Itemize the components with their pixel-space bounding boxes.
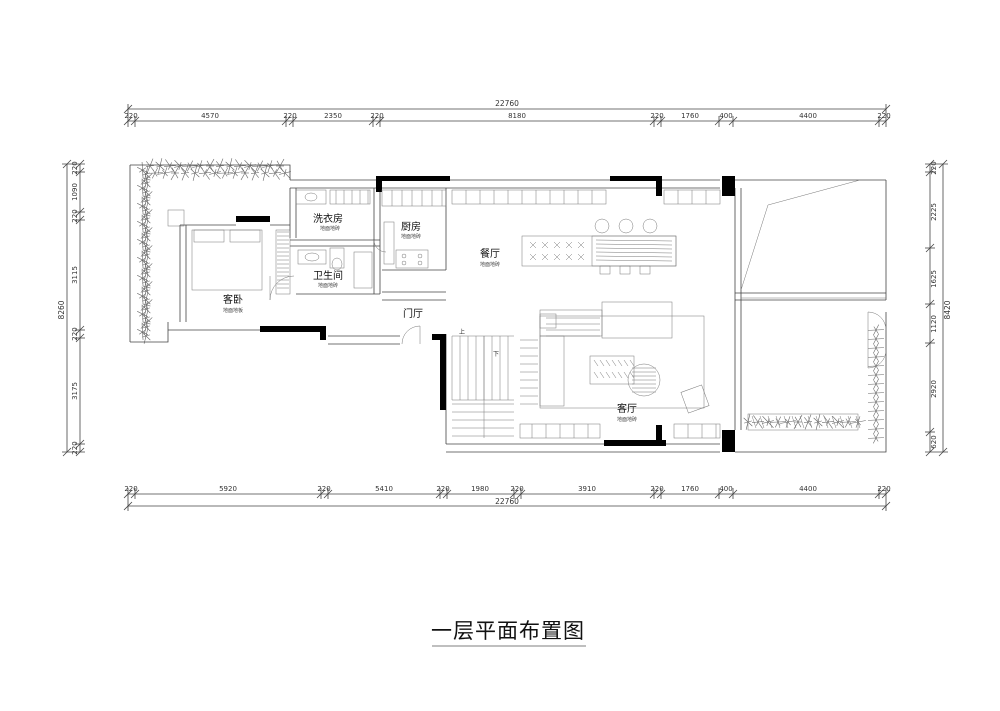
doors — [270, 240, 886, 368]
top-dimension-6: 8180 — [508, 112, 526, 120]
top-dimension-9: 400 — [719, 112, 732, 120]
right-dimension-3: 1625 — [930, 270, 938, 288]
room-label-laundry: 洗衣房 — [313, 212, 343, 225]
room-labels: 客卧 地面地板 洗衣房 地面地砖 厨房 地面地砖 卫生间 地面地砖 餐厅 地面地… — [223, 212, 637, 423]
room-floor-laundry: 地面地砖 — [320, 225, 340, 232]
top-dimension-5: 220 — [370, 112, 383, 120]
right-dimension-chain: 220 2225 1625 1120 2920 620 8420 — [925, 160, 952, 456]
room-floor-living: 地面地砖 — [617, 416, 637, 423]
bottom-total-dimension: 22760 — [495, 497, 519, 506]
right-dimension-4: 1120 — [930, 315, 938, 333]
left-dimension-7: 220 — [71, 441, 79, 454]
top-dimension-chain: 22760 220 4570 220 2350 220 8180 220 176… — [124, 99, 891, 127]
room-floor-dining: 地面地砖 — [480, 261, 500, 268]
right-dimension-2: 2225 — [930, 203, 938, 221]
left-dimension-4: 3115 — [71, 266, 79, 284]
building-outline — [130, 165, 886, 452]
right-total-dimension: 8420 — [943, 300, 952, 319]
garden-planting — [137, 158, 884, 443]
drawing-title: 一层平面布置图 — [431, 619, 585, 643]
left-dimension-1: 220 — [71, 161, 79, 174]
room-label-bathroom: 卫生间 — [313, 269, 343, 282]
stair-up-mark: 上 — [459, 328, 465, 336]
top-dimension-11: 220 — [877, 112, 890, 120]
right-dimension-1: 220 — [930, 161, 938, 174]
top-dimension-1: 220 — [124, 112, 137, 120]
hatch-patterns — [277, 190, 860, 438]
bottom-dimension-4: 5410 — [375, 485, 393, 493]
left-dimension-chain: 8260 220 1090 220 3115 220 3175 220 — [57, 160, 85, 456]
bottom-dimension-11: 400 — [719, 485, 732, 493]
furniture — [168, 180, 886, 438]
bottom-dimension-5: 220 — [436, 485, 449, 493]
top-dimension-3: 220 — [283, 112, 296, 120]
top-total-dimension: 22760 — [495, 99, 519, 108]
bottom-dimension-12: 4400 — [799, 485, 817, 493]
top-dimension-7: 220 — [650, 112, 663, 120]
top-dimension-8: 1760 — [681, 112, 699, 120]
left-dimension-6: 3175 — [71, 382, 79, 400]
bottom-dimension-13: 220 — [877, 485, 890, 493]
room-floor-bedroom: 地面地板 — [223, 307, 243, 314]
bottom-dimension-chain: 220 5920 220 5410 220 1980 220 3910 220 … — [124, 485, 891, 511]
room-label-bedroom: 客卧 — [223, 293, 243, 306]
bottom-dimension-9: 220 — [650, 485, 663, 493]
bottom-dimension-10: 1760 — [681, 485, 699, 493]
bottom-dimension-8: 3910 — [578, 485, 596, 493]
room-floor-kitchen: 地面地砖 — [401, 233, 421, 240]
top-dimension-10: 4400 — [799, 112, 817, 120]
stair-down-mark: 下 — [493, 351, 499, 358]
left-dimension-5: 220 — [71, 327, 79, 340]
left-dimension-2: 1090 — [71, 183, 79, 201]
room-label-living: 客厅 — [617, 402, 637, 415]
bottom-dimension-1: 220 — [124, 485, 137, 493]
bottom-dimension-3: 220 — [317, 485, 330, 493]
left-dimension-3: 220 — [71, 209, 79, 222]
bottom-dimension-7: 220 — [510, 485, 523, 493]
bottom-dimension-6: 1980 — [471, 485, 489, 493]
top-dimension-2: 4570 — [201, 112, 219, 120]
room-label-foyer: 门厅 — [403, 307, 423, 320]
structural-walls — [236, 176, 735, 452]
room-label-dining: 餐厅 — [480, 247, 500, 260]
right-dimension-5: 2920 — [930, 380, 938, 398]
room-floor-bathroom: 地面地砖 — [318, 282, 338, 289]
room-label-kitchen: 厨房 — [401, 220, 421, 233]
bottom-dimension-2: 5920 — [219, 485, 237, 493]
left-total-dimension: 8260 — [57, 300, 66, 319]
right-dimension-6: 620 — [930, 435, 938, 448]
top-dimension-4: 2350 — [324, 112, 342, 120]
